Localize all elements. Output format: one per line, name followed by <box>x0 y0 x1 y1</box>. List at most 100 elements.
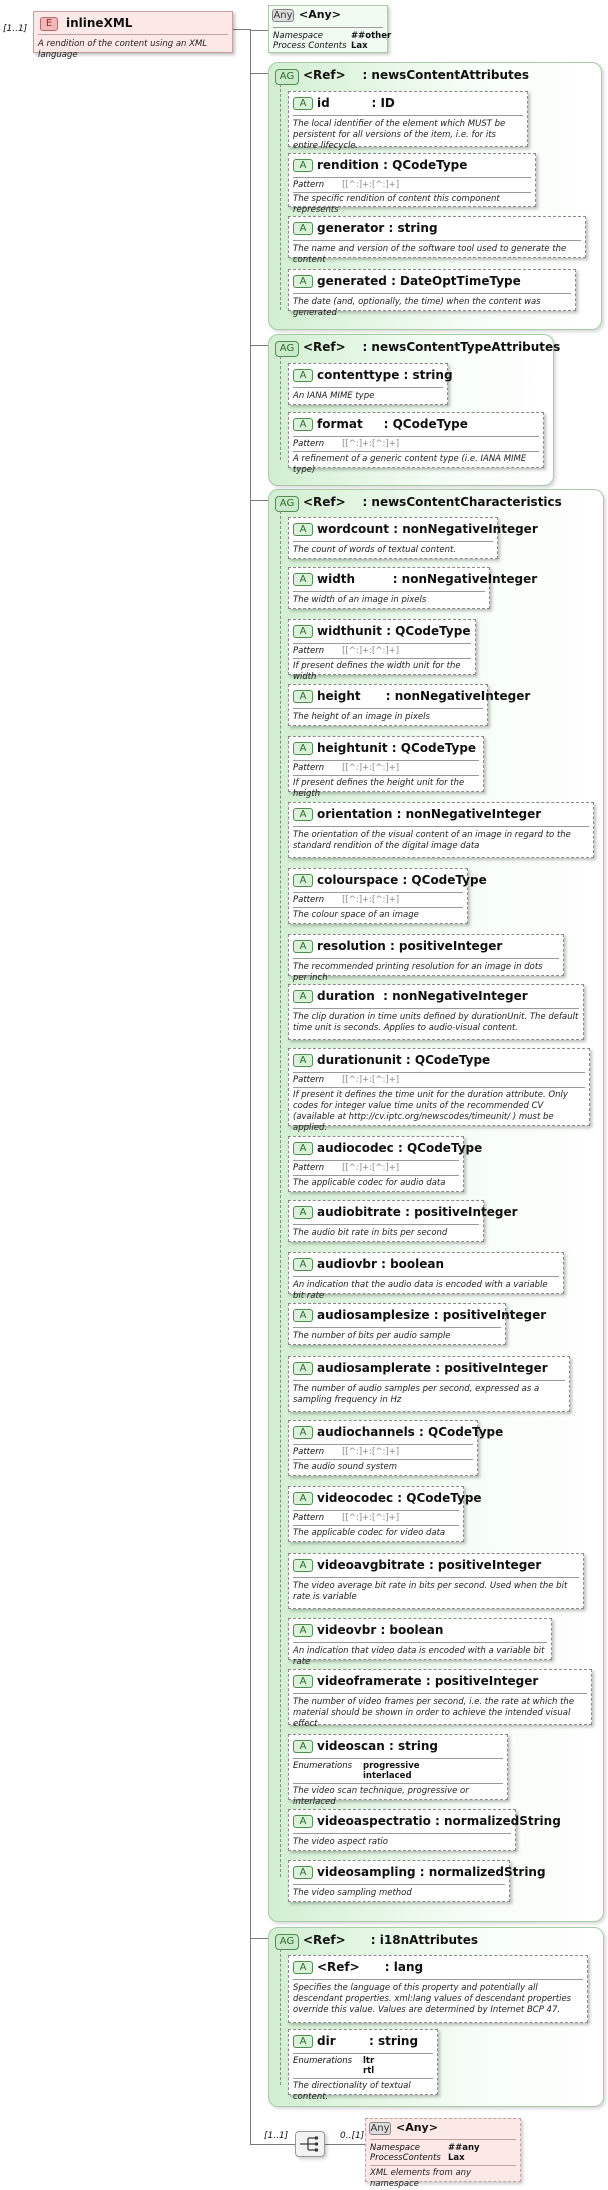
attribute-description: The directionality of textual content. <box>293 2081 411 2102</box>
attribute-name: resolution : positiveInteger <box>317 939 503 953</box>
attribute-description: The count of words of textual content. <box>293 545 456 555</box>
attribute-wordcount[interactable]: A wordcount : nonNegativeInteger The cou… <box>288 517 538 559</box>
attribute-badge: A <box>293 2035 313 2048</box>
any-element-box[interactable]: Any <Any> Namespace##any ProcessContents… <box>365 2118 521 2189</box>
attribute-pattern: Pattern[[^:]+:[^:]+] <box>293 439 400 449</box>
attribute-videoscan[interactable]: A videoscan : string Enumerations progre… <box>288 1734 508 1807</box>
attribute-separator <box>293 1833 511 1834</box>
attribute-badge: A <box>293 1624 313 1637</box>
attribute-audiochannels[interactable]: A audiochannels : QCodeType Pattern[[^:]… <box>288 1420 503 1476</box>
attribute-description: The video average bit rate in bits per s… <box>293 1581 568 1602</box>
attribute-group-badge: AG <box>275 69 299 85</box>
group-ref-label: <Ref> <box>303 495 346 509</box>
attribute-description: The applicable codec for video data <box>293 1528 446 1538</box>
attribute-widthunit[interactable]: A widthunit : QCodeType Pattern[[^:]+:[^… <box>288 619 476 682</box>
attribute-name: width : nonNegativeInteger <box>317 572 538 586</box>
attribute-audiovbr[interactable]: A audiovbr : boolean An indication that … <box>288 1252 564 1301</box>
element-badge: E <box>40 17 58 31</box>
any-element-description: XML elements from any namespace <box>370 2168 472 2189</box>
attribute-heightunit[interactable]: A heightunit : QCodeType Pattern[[^:]+:[… <box>288 736 484 799</box>
sequence-compositor[interactable] <box>295 2131 325 2157</box>
attribute-videoframerate[interactable]: A videoframerate : positiveInteger The n… <box>288 1669 592 1729</box>
attribute-videoaspectratio[interactable]: A videoaspectratio : normalizedString Th… <box>288 1809 561 1851</box>
group-ref-label: <Ref> <box>303 1933 346 1947</box>
attribute-pattern: Pattern[[^:]+:[^:]+] <box>293 763 400 773</box>
any-attribute-box[interactable]: Any <Any> Namespace##other Process Conte… <box>268 5 391 53</box>
attribute-videosampling[interactable]: A videosampling : normalizedString The v… <box>288 1860 546 1902</box>
attribute-description: An indication that video data is encoded… <box>293 1646 545 1667</box>
attribute-pattern: Pattern[[^:]+:[^:]+] <box>293 1163 400 1173</box>
attribute-name: id : ID <box>317 96 395 110</box>
attribute-enum-separator <box>293 2078 433 2079</box>
attribute-description: The audio sound system <box>293 1462 397 1472</box>
attribute-generator[interactable]: A generator : string The name and versio… <box>288 216 586 265</box>
attribute-name: durationunit : QCodeType <box>317 1053 491 1067</box>
attribute-dir[interactable]: A dir : string Enumerations ltr rtl The … <box>288 2029 438 2102</box>
any-element-desc-separator <box>370 2165 516 2166</box>
group-ref-name: : newsContentAttributes <box>362 68 530 82</box>
attribute-pattern: Pattern[[^:]+:[^:]+] <box>293 180 400 190</box>
attribute-generated[interactable]: A generated : DateOptTimeType The date (… <box>288 269 576 318</box>
attribute-separator <box>293 177 531 178</box>
enumerations-label: Enumerations <box>293 1761 353 1771</box>
attribute-name: videosampling : normalizedString <box>317 1865 546 1879</box>
attribute-separator <box>293 115 523 116</box>
attribute-resolution[interactable]: A resolution : positiveInteger The recom… <box>288 934 564 983</box>
attribute-name: height : nonNegativeInteger <box>317 689 531 703</box>
attribute-badge: A <box>293 1675 313 1688</box>
attribute-badge: A <box>293 573 313 586</box>
attribute-separator <box>293 1327 501 1328</box>
attribute-description: The width of an image in pixels <box>293 595 427 605</box>
connector-group-1 <box>250 73 268 74</box>
attribute-format[interactable]: A format : QCodeType Pattern[[^:]+:[^:]+… <box>288 412 544 475</box>
attribute-orientation[interactable]: A orientation : nonNegativeInteger The o… <box>288 802 594 858</box>
attribute-name: audiosamplesize : positiveInteger <box>317 1308 547 1322</box>
attribute-description: The clip duration in time units defined … <box>293 1012 579 1033</box>
attribute-description: The local identifier of the element whic… <box>293 119 506 151</box>
group-ref-label: <Ref> <box>303 68 346 82</box>
attribute-audiosamplesize[interactable]: A audiosamplesize : positiveInteger The … <box>288 1303 546 1345</box>
attribute-separator <box>293 826 589 827</box>
attribute-audiosamplerate[interactable]: A audiosamplerate : positiveInteger The … <box>288 1356 570 1412</box>
attribute-lang-ref[interactable]: A <Ref> : lang Specifies the language of… <box>288 1955 588 2023</box>
attribute-colourspace[interactable]: A colourspace : QCodeType Pattern[[^:]+:… <box>288 868 487 924</box>
attribute-audiobitrate[interactable]: A audiobitrate : positiveInteger The aud… <box>288 1200 518 1242</box>
attribute-name: audiovbr : boolean <box>317 1257 445 1271</box>
attribute-id[interactable]: A id : ID The local identifier of the el… <box>288 91 528 151</box>
attribute-separator <box>293 958 559 959</box>
group-ref-name: : newsContentCharacteristics <box>362 495 562 509</box>
attribute-rendition[interactable]: A rendition : QCodeType Pattern[[^:]+:[^… <box>288 153 536 215</box>
attribute-duration[interactable]: A duration : nonNegativeInteger The clip… <box>288 984 584 1040</box>
any-element-namespace-row: Namespace##any <box>370 2143 480 2153</box>
attribute-videocodec[interactable]: A videocodec : QCodeType Pattern[[^:]+:[… <box>288 1486 482 1542</box>
group-ref-name: : newsContentTypeAttributes <box>362 340 561 354</box>
any-element-title: <Any> <box>396 2121 438 2134</box>
attribute-pattern: Pattern[[^:]+:[^:]+] <box>293 1447 400 1457</box>
root-element-box[interactable]: E inlineXML A rendition of the content u… <box>33 11 233 60</box>
attribute-name: format : QCodeType <box>317 417 468 431</box>
attribute-description: The number of video frames per second, i… <box>293 1697 575 1729</box>
attribute-separator <box>293 892 463 893</box>
attribute-pattern-separator <box>293 451 539 452</box>
connector-trunk <box>250 29 251 2144</box>
attribute-width[interactable]: A width : nonNegativeInteger The width o… <box>288 567 537 609</box>
enum-value: rtl <box>363 2066 375 2076</box>
attribute-contenttype[interactable]: A contenttype : string An IANA MIME type <box>288 363 453 405</box>
attribute-videovbr[interactable]: A videovbr : boolean An indication that … <box>288 1618 552 1667</box>
attribute-pattern: Pattern[[^:]+:[^:]+] <box>293 646 400 656</box>
attribute-badge: A <box>293 1559 313 1572</box>
attribute-badge: A <box>293 1426 313 1439</box>
connector-group-2 <box>250 345 268 346</box>
attribute-badge: A <box>293 742 313 755</box>
attribute-badge: A <box>293 222 313 235</box>
attribute-videoavgbitrate[interactable]: A videoavgbitrate : positiveInteger The … <box>288 1553 584 1609</box>
attribute-height[interactable]: A height : nonNegativeInteger The height… <box>288 684 530 726</box>
attribute-badge: A <box>293 625 313 638</box>
group-2-connector <box>280 356 281 460</box>
attribute-pattern-separator <box>293 775 479 776</box>
attribute-audiocodec[interactable]: A audiocodec : QCodeType Pattern[[^:]+:[… <box>288 1136 482 1192</box>
any-namespace-row: Namespace##other <box>273 31 391 41</box>
attribute-name: audiosamplerate : positiveInteger <box>317 1361 548 1375</box>
attribute-group-badge: AG <box>275 496 299 512</box>
attribute-durationunit[interactable]: A durationunit : QCodeType Pattern[[^:]+… <box>288 1048 590 1133</box>
